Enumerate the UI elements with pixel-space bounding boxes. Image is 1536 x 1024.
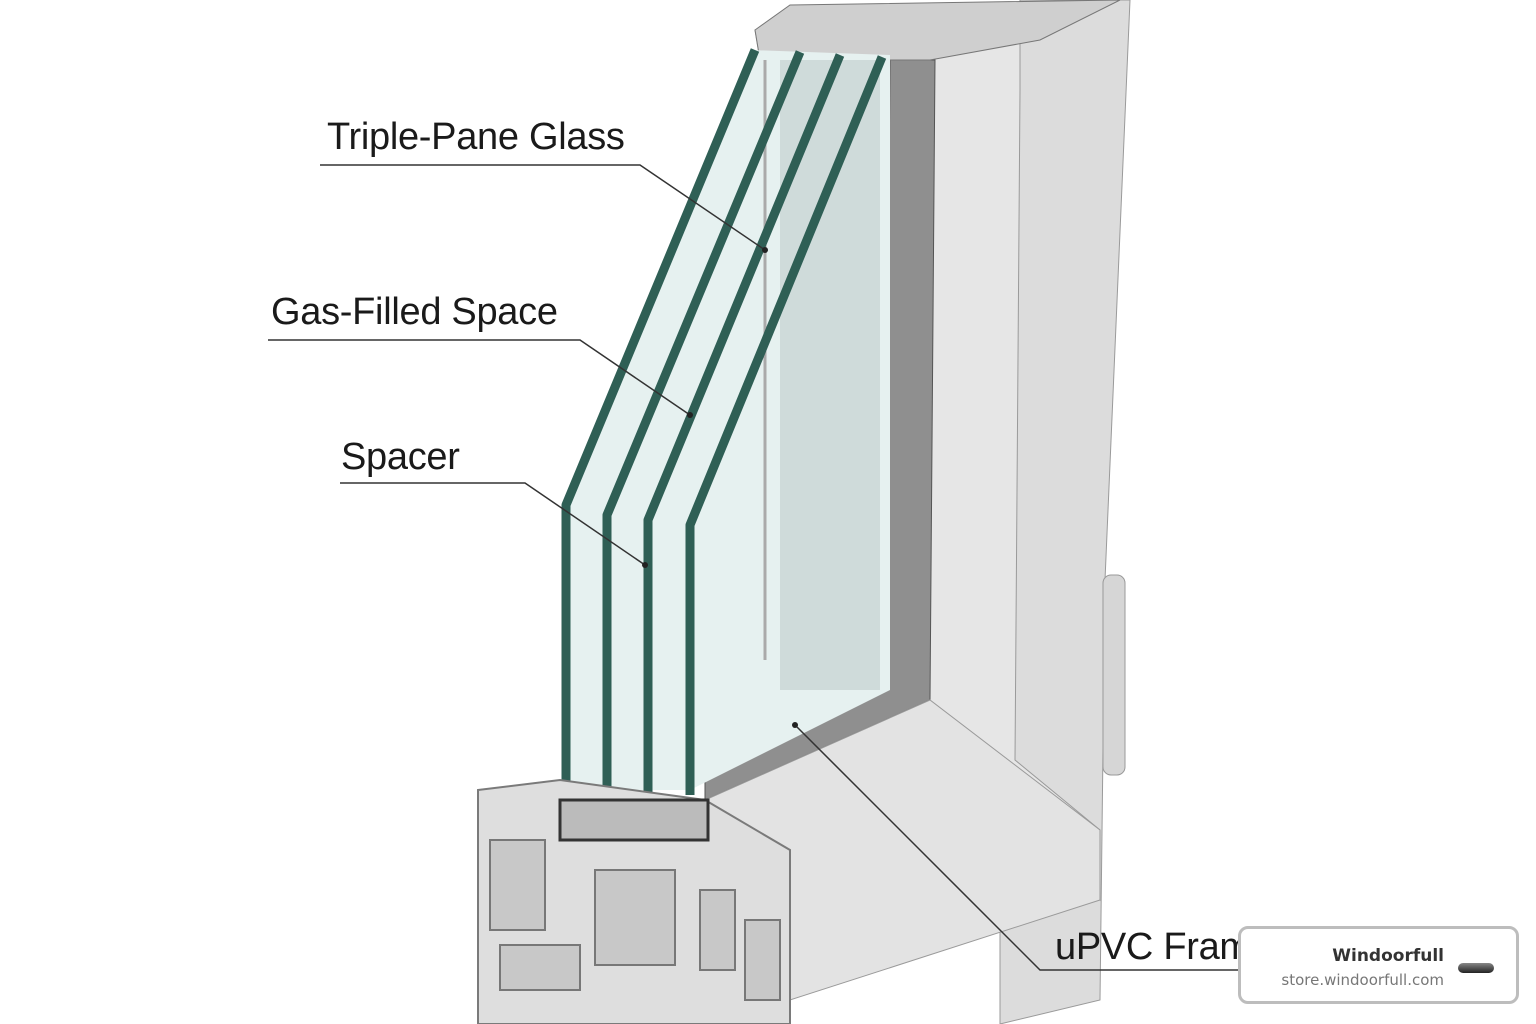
brand-logo-icon xyxy=(1458,963,1494,973)
profile-chambers xyxy=(489,839,781,1001)
watermark-badge: Windoorfull store.windoorfull.com xyxy=(1238,926,1519,1004)
leader-lines xyxy=(268,164,1240,971)
label-gas-filled-space: Gas-Filled Space xyxy=(271,291,558,333)
spacer-bar xyxy=(558,798,710,842)
label-triple-pane-glass: Triple-Pane Glass xyxy=(327,116,625,158)
watermark-url: store.windoorfull.com xyxy=(1281,971,1444,989)
watermark-brand: Windoorfull xyxy=(1332,946,1444,966)
glass-panes xyxy=(561,48,887,795)
hinge xyxy=(1102,574,1126,776)
label-upvc-frame: uPVC Frame xyxy=(1055,926,1272,968)
label-spacer: Spacer xyxy=(341,436,460,478)
